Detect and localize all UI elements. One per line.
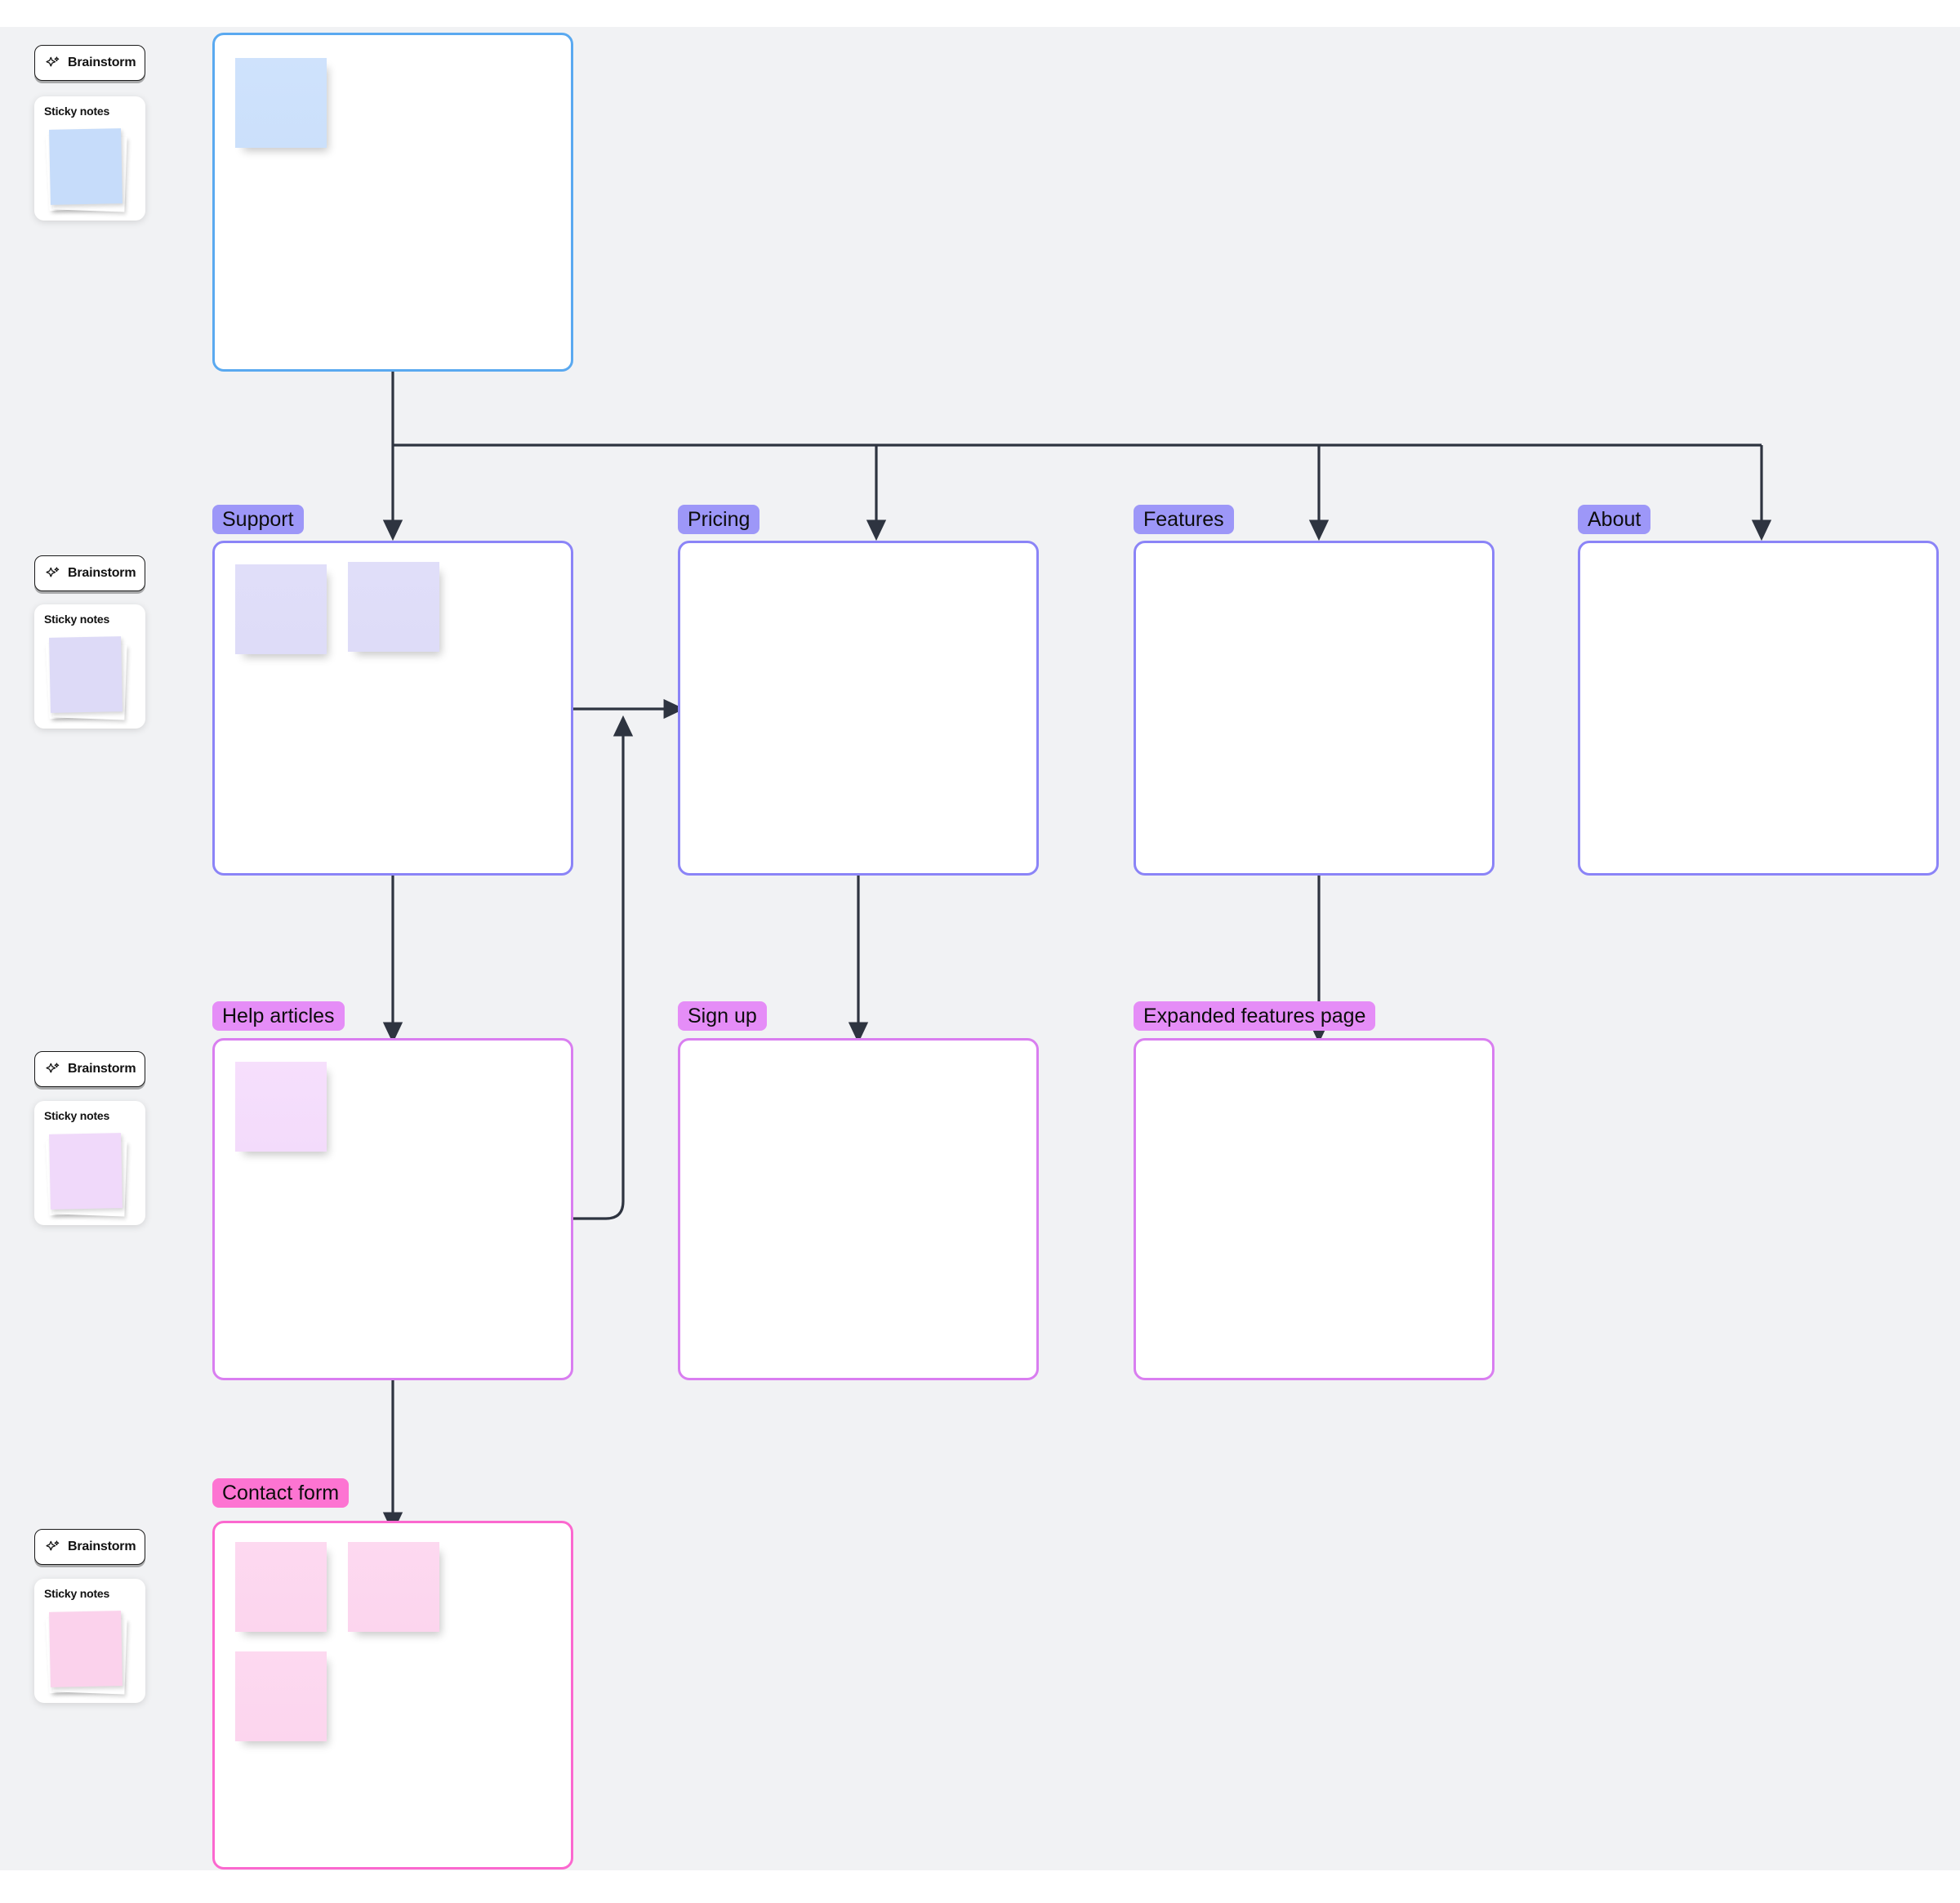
sticky-notes-stack: [45, 634, 127, 720]
frame-label-sign-up[interactable]: Sign up: [678, 1001, 767, 1031]
brainstorm-button-4[interactable]: Brainstorm: [34, 1529, 145, 1565]
brainstorm-button-2[interactable]: Brainstorm: [34, 555, 145, 591]
sticky-notes-card-1[interactable]: Sticky notes: [34, 96, 145, 221]
sparkle-icon: [45, 565, 61, 582]
frame-features[interactable]: [1134, 541, 1494, 876]
frame-label-help-articles[interactable]: Help articles: [212, 1001, 345, 1031]
brainstorm-label: Brainstorm: [68, 1540, 136, 1553]
sticky-notes-stack: [45, 1130, 127, 1217]
sticky-note[interactable]: [235, 1542, 327, 1632]
brainstorm-label: Brainstorm: [68, 566, 136, 580]
sticky-notes-card-3[interactable]: Sticky notes: [34, 1101, 145, 1225]
brainstorm-label: Brainstorm: [68, 1062, 136, 1076]
sticky-note[interactable]: [235, 1651, 327, 1741]
frame-home[interactable]: [212, 33, 573, 372]
frame-contact-form[interactable]: [212, 1521, 573, 1870]
brainstorm-button-1[interactable]: Brainstorm: [34, 45, 145, 81]
frame-label-features[interactable]: Features: [1134, 505, 1234, 534]
brainstorm-button-3[interactable]: Brainstorm: [34, 1051, 145, 1087]
frame-sign-up[interactable]: [678, 1038, 1039, 1380]
frame-about[interactable]: [1578, 541, 1939, 876]
frame-expanded-features-page[interactable]: [1134, 1038, 1494, 1380]
sticky-note[interactable]: [348, 1542, 439, 1632]
frame-label-contact-form[interactable]: Contact form: [212, 1478, 350, 1508]
sticky-note[interactable]: [235, 1062, 327, 1152]
frame-label-support[interactable]: Support: [212, 505, 304, 534]
sticky-notes-stack: [45, 126, 127, 212]
sticky-notes-title: Sticky notes: [44, 613, 110, 626]
frame-support[interactable]: [212, 541, 573, 876]
sparkle-icon: [45, 1539, 61, 1555]
frame-pricing[interactable]: [678, 541, 1039, 876]
sticky-notes-card-4[interactable]: Sticky notes: [34, 1579, 145, 1703]
sparkle-icon: [45, 55, 61, 71]
sparkle-icon: [45, 1061, 61, 1077]
frame-label-about[interactable]: About: [1578, 505, 1651, 534]
brainstorm-label: Brainstorm: [68, 56, 136, 69]
sticky-notes-stack: [45, 1608, 127, 1695]
sticky-note[interactable]: [348, 562, 439, 652]
sticky-notes-title: Sticky notes: [44, 1587, 110, 1600]
frame-help-articles[interactable]: [212, 1038, 573, 1380]
sticky-notes-card-2[interactable]: Sticky notes: [34, 604, 145, 729]
frame-label-pricing[interactable]: Pricing: [678, 505, 760, 534]
sticky-note[interactable]: [235, 58, 327, 148]
sticky-notes-title: Sticky notes: [44, 105, 110, 118]
sticky-note[interactable]: [235, 564, 327, 654]
sticky-notes-title: Sticky notes: [44, 1109, 110, 1122]
frame-label-expanded-features-page[interactable]: Expanded features page: [1134, 1001, 1376, 1031]
